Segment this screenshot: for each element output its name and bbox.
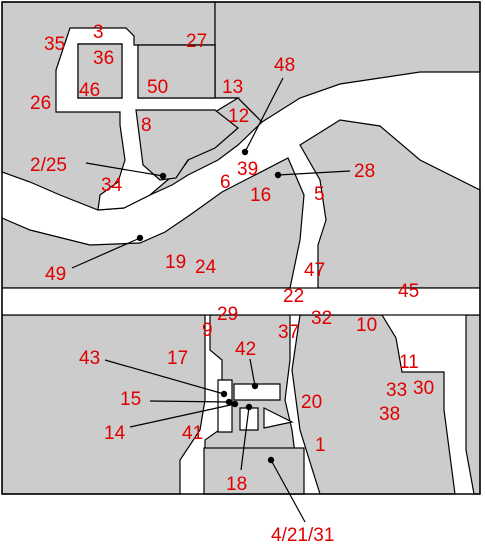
parcel-label: 39 [237,159,258,180]
parcel-label: 29 [217,304,238,325]
parcel-label: 24 [195,257,217,278]
leader-2-25 [85,162,164,177]
block-46 [77,43,123,99]
leader-14 [129,403,236,428]
leader-43-dot [220,390,228,398]
leader-28-dot [274,171,282,179]
leader-14-dot [231,400,239,408]
parcel-label: 26 [30,93,51,114]
parcel-label: 1 [315,435,326,456]
parcel-label: 15 [120,389,141,410]
parcel-label: 16 [250,185,271,206]
leader-4-21-31-dot [267,456,275,464]
parcel-label: 22 [283,286,304,307]
leader-49 [71,237,141,269]
building-42 [233,383,281,401]
parcel-label: 35 [44,34,65,55]
parcel-label: 19 [165,252,186,273]
leader-lines [71,77,351,523]
parcel-label: 18 [226,474,247,495]
parcel-label: 10 [356,315,377,336]
block-far-east [465,314,481,495]
parcel-label: 33 [386,380,407,401]
parcel-label: 8 [141,115,152,136]
leader-48 [244,77,284,153]
block-southwest [1,314,206,495]
parcel-label: 30 [413,378,434,399]
parcel-labels: 35 3 36 27 26 46 50 13 48 12 8 2/25 39 2… [30,22,434,545]
block-8 [135,109,239,181]
block-northeast [214,1,481,123]
parcel-label: 43 [79,348,100,369]
leader-42-dot [251,382,259,390]
parcel-label: 11 [399,352,419,373]
block-southeast [291,314,456,495]
parcel-label: 37 [278,322,299,343]
parcel-label: 27 [186,31,207,52]
leader-49-dot [136,234,144,242]
parcel-label: 5 [314,184,325,205]
parcel-label: 32 [311,308,332,329]
parcel-label: 9 [202,320,213,341]
parcel-label: 46 [79,80,100,101]
leader-18 [240,406,250,471]
parcel-label: 50 [147,77,168,98]
map-frame [1,1,481,495]
leader-4-21-31 [270,459,306,523]
parcel-label: 47 [304,260,325,281]
leader-15-dot [225,398,233,406]
parcel-label: 2/25 [30,155,67,176]
parcel-label: 3 [93,22,104,43]
leader-28 [277,170,351,176]
block-east [299,119,481,289]
leader-15 [149,400,230,403]
leader-2-25-dot [159,172,167,180]
parcel-label: 12 [228,106,249,127]
block-4-21-31 [203,447,305,495]
parcel-label: 36 [93,48,114,69]
parcel-label: 4/21/31 [271,525,334,545]
building-20 [263,407,294,429]
block-50 [137,44,216,99]
parcel-label: 48 [274,55,295,76]
leader-18-dot [245,403,253,411]
leader-48-dot [241,148,249,156]
leader-42 [249,358,256,387]
parcel-label: 6 [220,172,231,193]
leader-43 [104,359,225,395]
parcel-label: 28 [354,161,375,182]
parcel-label: 34 [101,175,123,196]
parcel-label: 20 [301,392,322,413]
parcel-label: 41 [182,423,203,444]
parcel-label: 45 [398,281,419,302]
parcel-label: 38 [379,404,400,425]
parcel-label: 42 [235,339,256,360]
parcel-label: 17 [167,348,188,369]
parcel-label: 14 [104,423,126,444]
parcel-label: 13 [222,77,243,98]
parcel-label: 49 [45,264,66,285]
